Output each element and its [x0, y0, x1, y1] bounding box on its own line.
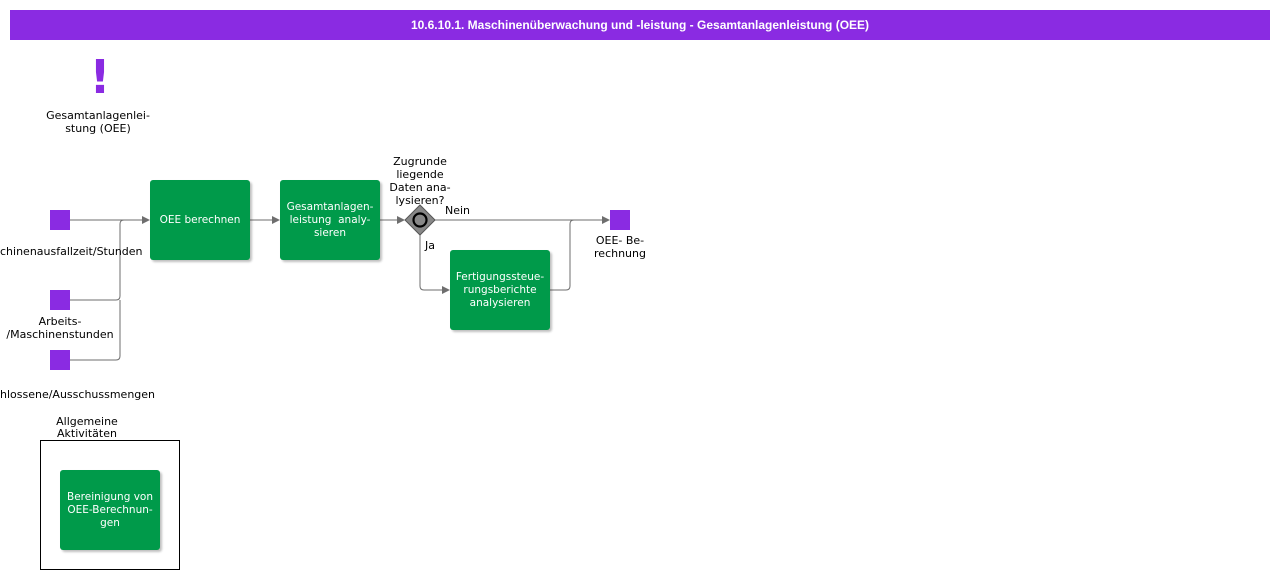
input-downtime-label: chinenausfallzeit/Stunden [0, 245, 143, 258]
connector-gateway-yes [419, 234, 450, 294]
input-quantities[interactable] [50, 350, 70, 370]
output-label: OEE- Be- rechnung [594, 234, 646, 260]
task-analyze-reports[interactable]: Fertigungssteue- rungsberichte analysier… [450, 250, 550, 330]
input-hours[interactable] [50, 290, 70, 310]
connector-quantities-to-calc [70, 300, 121, 361]
gateway-yes-label: Ja [425, 239, 435, 252]
output-oee-calculation[interactable] [610, 210, 630, 230]
gateway-no-label: Nein [445, 204, 471, 217]
task-calc-oee[interactable]: OEE berechnen [150, 180, 250, 260]
task-cleanup[interactable]: Bereinigung von OEE-Berechnun- gen [60, 470, 160, 550]
connector-hours-to-calc [70, 219, 125, 301]
gateway-circle-icon [412, 212, 428, 228]
task-analyze-oee[interactable]: Gesamtanlagen- leistung analy- sieren [280, 180, 380, 260]
input-hours-label: Arbeits- /Maschinenstunden [6, 315, 114, 341]
input-downtime[interactable] [50, 210, 70, 230]
connector-reports-to-output [550, 219, 575, 291]
exclamation-icon: ! [89, 50, 111, 104]
decision-gateway[interactable] [404, 204, 436, 236]
group-label: Allgemeine Aktivitäten [56, 416, 118, 437]
input-quantities-label: hlossene/Ausschussmengen [0, 388, 156, 401]
goal-label: Gesamtanlagenlei- stung (OEE) [46, 109, 150, 135]
page-title: 10.6.10.1. Maschinenüberwachung und -lei… [10, 10, 1270, 40]
gateway-question: Zugrunde liegende Daten ana- lysieren? [389, 155, 451, 207]
